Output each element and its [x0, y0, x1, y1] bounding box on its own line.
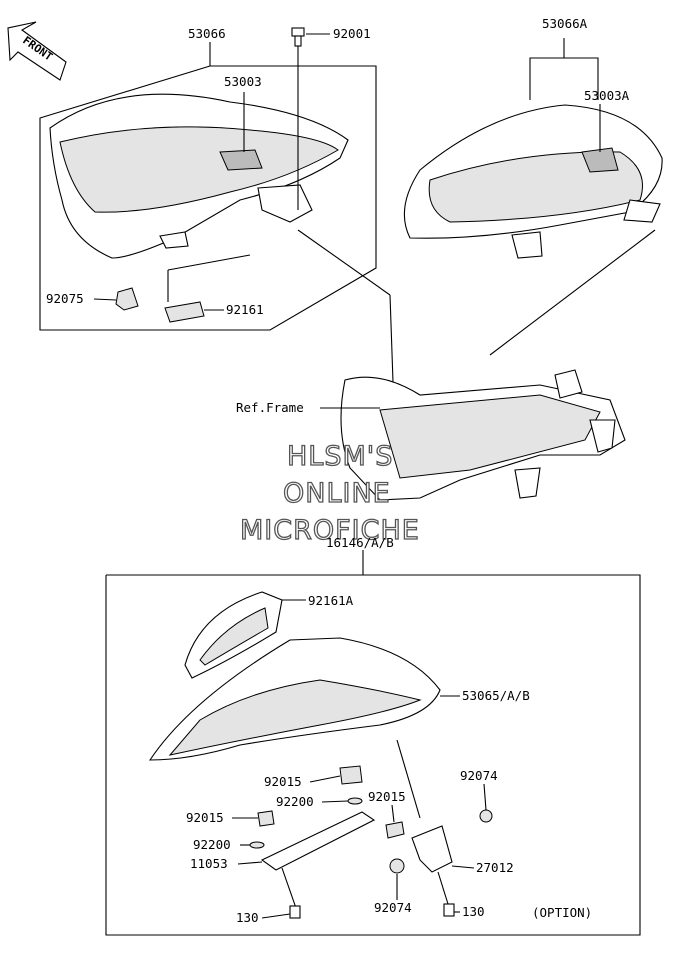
rider-seat-group — [39, 42, 377, 331]
label-27012: 27012 — [476, 860, 514, 875]
label-16146: 16146/A/B — [326, 535, 394, 550]
label-ref-frame: Ref.Frame — [236, 400, 304, 415]
label-53065: 53065/A/B — [462, 688, 530, 703]
option-cowl-group — [105, 550, 641, 936]
label-130-b: 130 — [462, 904, 485, 919]
label-130-a: 130 — [236, 910, 259, 925]
watermark-line-2: ONLINE — [283, 478, 391, 509]
label-92200-b: 92200 — [193, 837, 231, 852]
label-53003A: 53003A — [584, 88, 630, 103]
front-arrow-icon: FRONT — [7, 21, 67, 81]
label-92161: 92161 — [226, 302, 264, 317]
label-92161A: 92161A — [308, 593, 354, 608]
label-option: (OPTION) — [532, 905, 592, 920]
label-92001: 92001 — [333, 26, 371, 41]
part-labels: 53066 92001 53066A 53003 53003A 92075 92… — [46, 16, 630, 925]
label-53066A: 53066A — [542, 16, 588, 31]
seat-cover-group — [403, 38, 663, 356]
label-92075: 92075 — [46, 291, 84, 306]
watermark-line-3: MICROFICHE — [240, 515, 420, 546]
label-92074-b: 92074 — [374, 900, 412, 915]
watermark: HLSM'S ONLINE MICROFICHE — [239, 440, 420, 546]
label-53066: 53066 — [188, 26, 226, 41]
label-92015-b: 92015 — [186, 810, 224, 825]
watermark-line-1: HLSM'S — [287, 441, 393, 472]
frame-illustration — [320, 369, 626, 501]
label-92015-a: 92015 — [264, 774, 302, 789]
label-53003: 53003 — [224, 74, 262, 89]
label-92074-a: 92074 — [460, 768, 498, 783]
label-92200-a: 92200 — [276, 794, 314, 809]
label-11053: 11053 — [190, 856, 228, 871]
label-92015-c: 92015 — [368, 789, 406, 804]
